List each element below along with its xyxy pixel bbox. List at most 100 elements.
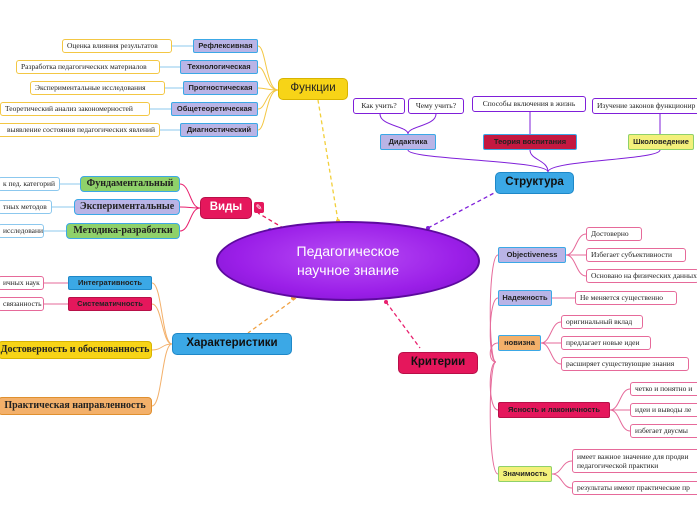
tag-label: Рефлексивная [198,40,253,50]
characteristics-node[interactable]: Характеристики [172,333,292,355]
tag-label: Технологическая [187,61,251,71]
types-leaf-experimental[interactable]: тных методов [0,200,52,214]
characteristics-tag-integrative[interactable]: Интегративность [68,276,152,290]
structure-leaf-laws[interactable]: Изучение законов функционир [592,98,697,114]
criteria-tag-novelty[interactable]: новизна [498,335,541,351]
structure-title: Структура [505,176,564,189]
leaf-label: Чему учить? [415,100,457,110]
leaf-label: Основано на физических данных [591,270,697,280]
types-tag-fundamental[interactable]: Фундаментальный [80,176,180,192]
leaf-label: идеи и выводы ле [635,404,692,414]
functions-tag-general-theoretical[interactable]: Общетеоретическая [171,102,258,116]
functions-tag-reflexive[interactable]: Рефлексивная [193,39,258,53]
types-tag-experimental[interactable]: Экспериментальные [74,199,180,215]
leaf-label: выявление состояния педагогических явлен… [7,124,155,134]
tag-label: Экспериментальные [79,201,175,213]
types-title: Виды [209,201,243,214]
tag-label: Общетеоретическая [176,103,253,113]
characteristics-leaf-systematic[interactable]: связанность [0,297,44,311]
functions-leaf-prognostic[interactable]: Экспериментальные исследования [30,81,165,95]
characteristics-practical[interactable]: Практическая направленность [0,397,152,415]
criteria-tag-reliability[interactable]: Надежность [498,290,552,306]
tag-label: Значимость [502,468,548,478]
criteria-node[interactable]: Критерии [398,352,478,374]
structure-leaf-ways[interactable]: Способы включения в жизнь [472,96,586,112]
edit-icon[interactable]: ✎ [254,202,264,213]
criteria-leaf-original[interactable]: оригинальный вклад [561,315,643,329]
criteria-leaf-new-ideas[interactable]: предлагает новые идеи [561,336,651,350]
criteria-tag-objectiveness[interactable]: Objectiveness [498,247,566,263]
leaf-label: имеет важное значение для продви педагог… [577,452,689,470]
characteristics-tag-systematic[interactable]: Систематичность [68,297,152,311]
leaf-label: Способы включения в жизнь [482,98,576,108]
leaf-label: Изучение законов функционир [597,100,696,110]
leaf-label: предлагает новые идеи [566,337,640,347]
criteria-leaf-ambiguity[interactable]: избегает двусмы [630,424,697,438]
structure-node[interactable]: Структура [495,172,574,194]
tag-label: Интегративность [77,277,142,287]
functions-leaf-technological[interactable]: Разработка педагогических материалов [16,60,160,74]
tag-label: Objectiveness [506,249,558,259]
types-tag-methodology[interactable]: Методика-разработки [66,223,180,239]
structure-tag-school-studies[interactable]: Школоведение [628,134,694,150]
tag-label: Ясность и лаконичность [508,404,600,414]
leaf-label: Избегает субъективности [591,249,672,259]
functions-leaf-reflexive[interactable]: Оценка влияния результатов [62,39,172,53]
central-topic-line1: Педагогическое [296,243,400,260]
criteria-tag-significance[interactable]: Значимость [498,466,552,482]
tag-label: Практическая направленность [4,400,146,412]
types-node[interactable]: Виды [200,197,252,219]
structure-tag-upbringing[interactable]: Теория воспитания [483,134,577,150]
functions-node[interactable]: Функции [278,78,348,100]
structure-leaf-what[interactable]: Чему учить? [408,98,464,114]
leaf-label: связанность [3,298,42,308]
leaf-label: расширяет существующие знания [566,358,675,368]
criteria-leaf-avoids-subjectivity[interactable]: Избегает субъективности [586,248,686,262]
types-leaf-methodology[interactable]: исследований [0,224,44,238]
characteristics-title: Характеристики [186,337,278,350]
criteria-title: Критерии [410,356,466,369]
functions-leaf-diagnostic[interactable]: выявление состояния педагогических явлен… [0,123,160,137]
criteria-leaf-conclusions[interactable]: идеи и выводы ле [630,403,697,417]
leaf-label: оригинальный вклад [566,316,633,326]
types-leaf-fundamental[interactable]: к пед. категорий [0,177,60,191]
leaf-label: исследований [3,225,44,235]
leaf-label: ичных наук [3,277,40,287]
tag-label: Диагностический [186,124,252,134]
tag-label: Достоверность и обоснованность [0,344,150,356]
criteria-leaf-reliably[interactable]: Достоверно [586,227,642,241]
functions-title: Функции [290,82,336,95]
leaf-label: к пед. категорий [3,178,56,188]
leaf-label: Разработка педагогических материалов [21,61,147,71]
criteria-leaf-clear[interactable]: четко и понятно и [630,382,697,396]
criteria-tag-clarity[interactable]: Ясность и лаконичность [498,402,610,418]
leaf-label: Достоверно [591,228,629,238]
leaf-label: избегает двусмы [635,425,688,435]
criteria-leaf-not-changing[interactable]: Не меняется существенно [575,291,677,305]
criteria-leaf-important[interactable]: имеет важное значение для продви педагог… [572,449,697,473]
criteria-leaf-physical-data[interactable]: Основано на физических данных [586,269,697,283]
tag-label: Школоведение [633,136,689,146]
tag-label: новизна [504,337,535,347]
tag-label: Систематичность [77,298,143,308]
characteristics-reliability[interactable]: Достоверность и обоснованность [0,341,152,359]
characteristics-leaf-integrative[interactable]: ичных наук [0,276,44,290]
tag-label: Методика-разработки [73,225,173,237]
functions-leaf-general-theoretical[interactable]: Теоретический анализ закономерностей [0,102,150,116]
central-topic-line2: научное знание [296,262,400,278]
structure-tag-didactics[interactable]: Дидактика [380,134,436,150]
tag-label: Дидактика [388,136,428,146]
leaf-label: результаты имеют практические пр [577,482,690,492]
criteria-leaf-expands[interactable]: расширяет существующие знания [561,357,689,371]
tag-label: Прогностическая [188,82,253,92]
functions-tag-technological[interactable]: Технологическая [180,60,258,74]
criteria-leaf-practical[interactable]: результаты имеют практические пр [572,481,697,495]
functions-tag-prognostic[interactable]: Прогностическая [183,81,258,95]
leaf-label: Экспериментальные исследования [35,82,146,92]
functions-tag-diagnostic[interactable]: Диагностический [180,123,258,137]
central-topic[interactable]: Педагогическое научное знание [216,221,480,301]
leaf-label: Как учить? [361,100,397,110]
tag-label: Фундаментальный [86,178,174,190]
structure-leaf-how[interactable]: Как учить? [353,98,405,114]
